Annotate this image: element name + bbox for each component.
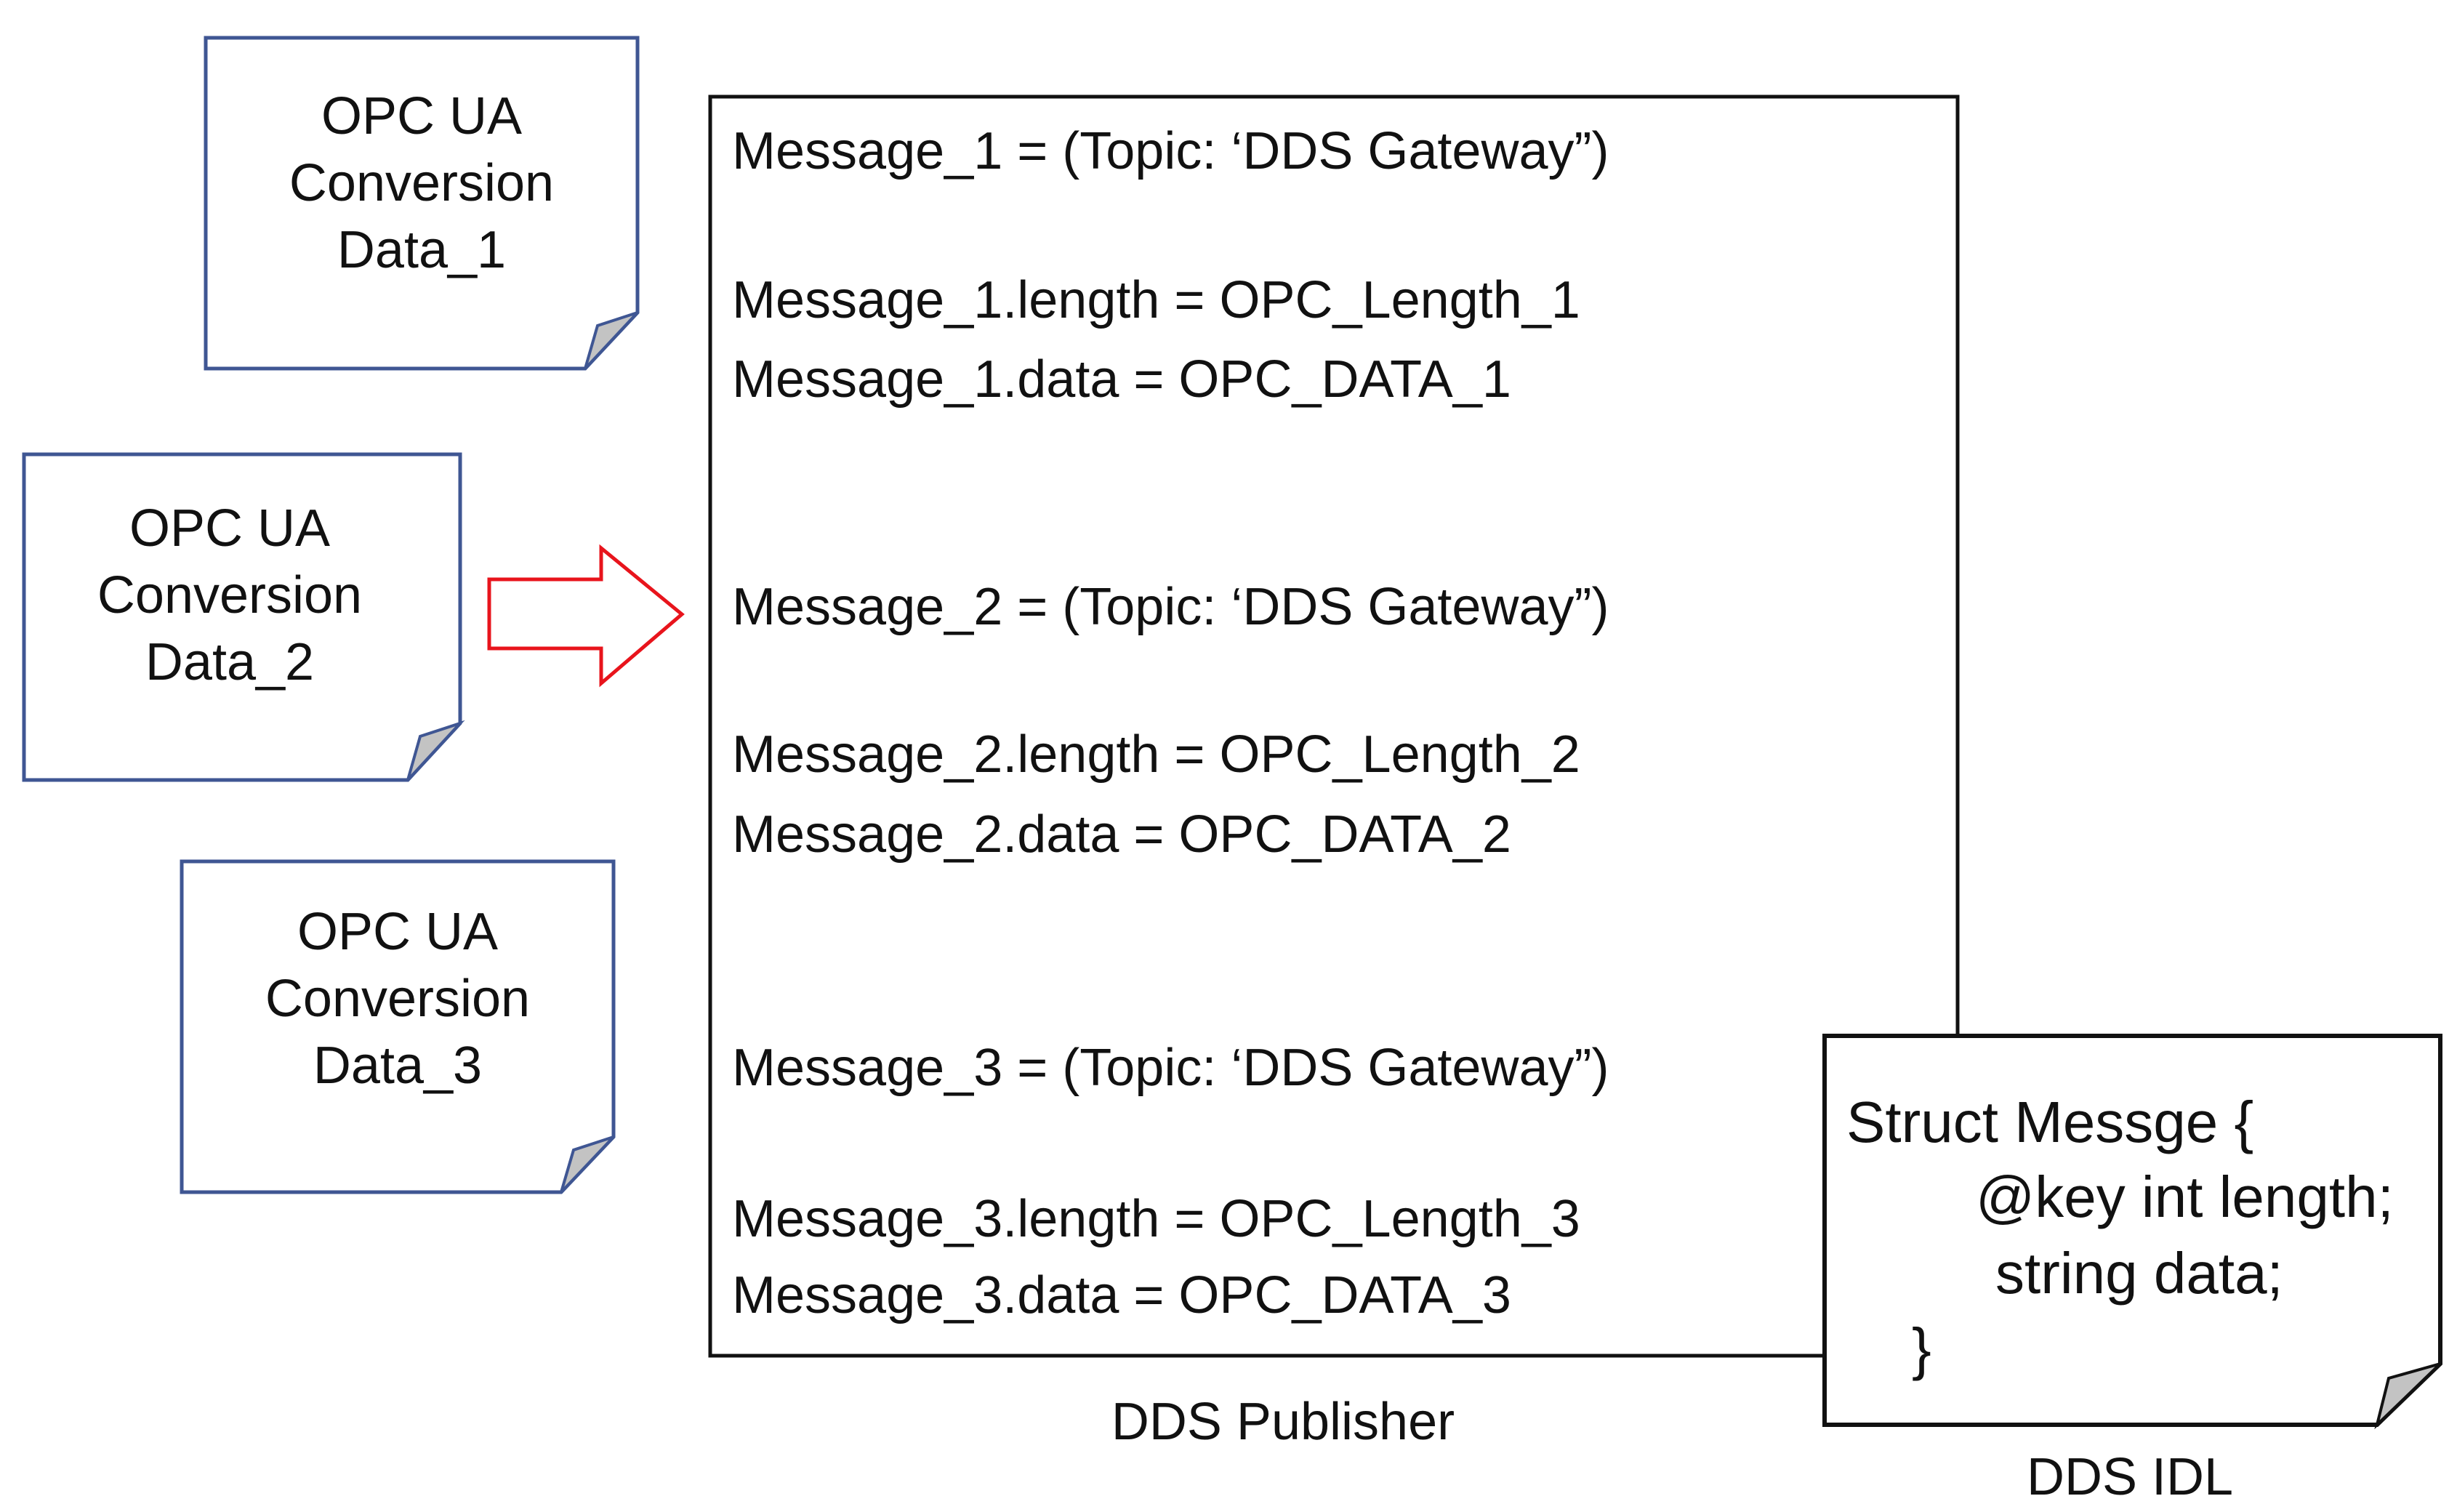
idl-line-4: }	[1912, 1316, 1931, 1381]
idl-note-shape	[1822, 1034, 2442, 1430]
fold-corner-icon	[406, 720, 465, 781]
note-1-line-1: OPC UA	[321, 87, 523, 145]
note-2-text: OPC UA Conversion Data_2	[24, 495, 435, 696]
message-1-topic: Message_1 = (Topic: ‘DDS Gateway”)	[732, 122, 1609, 180]
message-3-length: Message_3.length = OPC_Length_3	[732, 1190, 1580, 1248]
note-shape-1	[204, 36, 640, 371]
note-3-line-1: OPC UA	[297, 903, 499, 961]
message-2-topic: Message_2 = (Topic: ‘DDS Gateway”)	[732, 578, 1609, 636]
note-2-line-3: Data_2	[145, 633, 315, 691]
note-shape-2	[22, 452, 465, 782]
idl-line-2: @key int length;	[1976, 1165, 2394, 1229]
note-3-text: OPC UA Conversion Data_3	[182, 898, 614, 1099]
note-1-line-2: Conversion	[289, 154, 555, 212]
idl-caption: DDS IDL	[2026, 1448, 2234, 1506]
publisher-caption: DDS Publisher	[1111, 1393, 1455, 1451]
note-shape-3	[180, 859, 616, 1194]
note-3-line-3: Data_3	[313, 1037, 483, 1095]
fold-corner-icon	[584, 311, 639, 370]
idl-line-3: string data;	[1995, 1241, 2283, 1306]
note-2-line-2: Conversion	[97, 566, 363, 624]
note-1-text: OPC UA Conversion Data_1	[206, 83, 638, 284]
note-2-line-1: OPC UA	[129, 499, 331, 558]
fold-corner-icon	[2374, 1362, 2442, 1430]
message-2-data: Message_2.data = OPC_DATA_2	[732, 805, 1511, 864]
message-1-length: Message_1.length = OPC_Length_1	[732, 271, 1580, 329]
note-3-line-2: Conversion	[265, 970, 531, 1028]
note-1-line-3: Data_1	[337, 221, 507, 279]
message-3-data: Message_3.data = OPC_DATA_3	[732, 1266, 1511, 1324]
message-2-length: Message_2.length = OPC_Length_2	[732, 725, 1580, 784]
message-1-data: Message_1.data = OPC_DATA_1	[732, 350, 1511, 409]
fold-corner-icon	[560, 1135, 615, 1194]
idl-line-1: Struct Messge {	[1846, 1090, 2254, 1154]
message-3-topic: Message_3 = (Topic: ‘DDS Gateway”)	[732, 1039, 1609, 1097]
right-arrow-icon	[487, 544, 685, 688]
